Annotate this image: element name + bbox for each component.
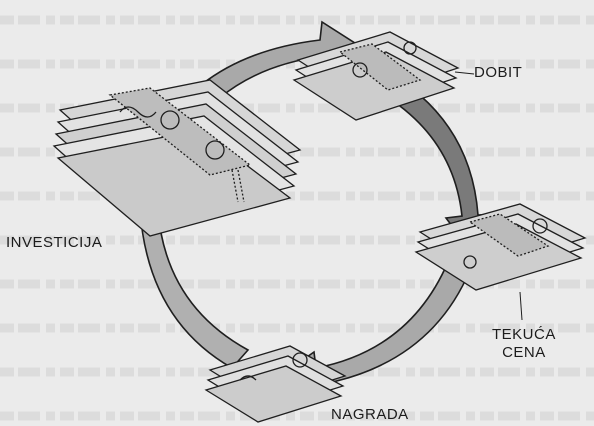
- label-nagrada: NAGRADA: [331, 406, 409, 424]
- label-tekuca-line1: TEKUĆA: [492, 326, 556, 344]
- label-tekuca-line2: CENA: [492, 344, 556, 362]
- label-dobit: DOBIT: [474, 64, 522, 82]
- label-investicija: INVESTICIJA: [6, 234, 102, 252]
- label-tekuca-cena: TEKUĆA CENA: [492, 326, 556, 362]
